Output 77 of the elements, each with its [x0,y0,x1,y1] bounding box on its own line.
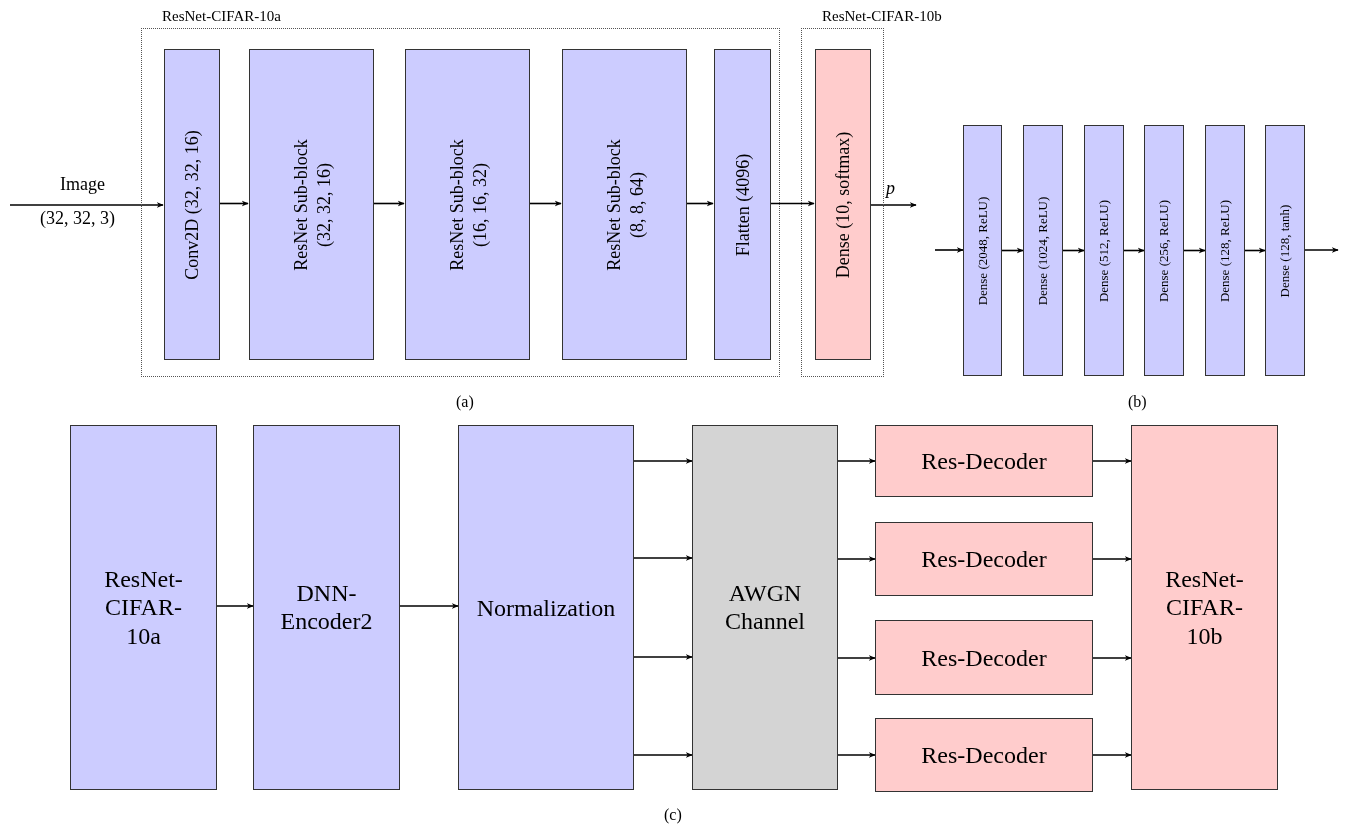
arrow [1062,247,1085,254]
arrow [633,654,693,660]
panel-caption: (b) [1128,393,1147,411]
arrow [372,200,405,207]
layer-box [1131,425,1278,790]
layer-box [1205,125,1245,376]
layer-box [70,425,217,790]
arrow [1092,655,1132,661]
layer-label: Dense (512, ReLU) [1095,198,1112,304]
layer-box [692,425,838,790]
layer-label: ResNet Sub-block (8, 8, 64) [602,137,647,273]
input-shape-label: (32, 32, 3) [40,208,115,229]
layer-label: Res-Decoder [920,544,1048,574]
layer-label: Conv2D (32, 32, 16) [180,128,203,282]
layer-label: Normalization [475,593,617,622]
layer-label: Flatten (4096) [731,152,754,258]
arrow [869,202,917,208]
arrow [633,555,693,561]
layer-label: ResNet Sub-block (16, 16, 32) [445,137,490,273]
arrow [9,202,164,208]
layer-label: Dense (1024, ReLU) [1034,195,1051,307]
layer-box [405,49,530,360]
panel-caption: (a) [456,393,474,411]
arrow [934,247,964,253]
layer-label: Dense (10, softmax) [831,130,854,280]
arrow [1244,247,1266,254]
layer-label: AWGN Channel [724,578,806,637]
layer-label: Dense (2048, ReLU) [974,195,991,307]
arrow [1092,556,1132,562]
arrow [218,200,249,207]
layer-box [249,49,374,360]
layer-label: DNN-Encoder2 [279,578,374,637]
layer-label: Res-Decoder [920,740,1048,770]
layer-label: Dense (128, tanh) [1276,203,1293,299]
arrow [1183,247,1206,254]
arrow [528,200,562,207]
arrow [837,556,876,562]
arrow [837,752,876,758]
layer-box [815,49,871,360]
group-title: ResNet-CIFAR-10b [822,7,942,25]
arrow [837,655,876,661]
layer-box [875,425,1093,497]
layer-label: Res-Decoder [920,643,1048,672]
layer-box [164,49,220,360]
layer-box [1023,125,1063,376]
arrow [1304,247,1339,253]
arrow [1092,458,1132,464]
arrow [399,603,459,609]
layer-box [875,522,1093,596]
arrow [216,603,254,609]
group-title: ResNet-CIFAR-10a [162,7,281,25]
arrow [1123,247,1145,254]
panel-caption: (c) [664,806,682,824]
arrow [1001,247,1024,254]
layer-box [875,620,1093,695]
arrow [633,752,693,758]
layer-box [1265,125,1305,376]
arrow [1092,752,1132,758]
layer-box [714,49,771,360]
layer-box [1084,125,1124,376]
layer-label: Dense (256, ReLU) [1155,198,1172,304]
arrow [837,458,876,464]
arrow [769,200,815,207]
layer-label: Res-Decoder [920,446,1048,476]
layer-label: ResNet Sub-block (32, 32, 16) [289,137,334,273]
layer-box [562,49,687,360]
layer-label: ResNet-CIFAR-10a [103,564,184,651]
layer-box [253,425,400,790]
layer-box [1144,125,1184,376]
layer-box [458,425,634,790]
edge-label: Image [60,174,105,195]
arrow [685,200,714,207]
layer-label: Dense (128, ReLU) [1216,198,1233,304]
arrow [633,458,693,464]
layer-label: ResNet-CIFAR-10b [1164,564,1245,651]
layer-box [875,718,1093,792]
layer-box [963,125,1002,376]
